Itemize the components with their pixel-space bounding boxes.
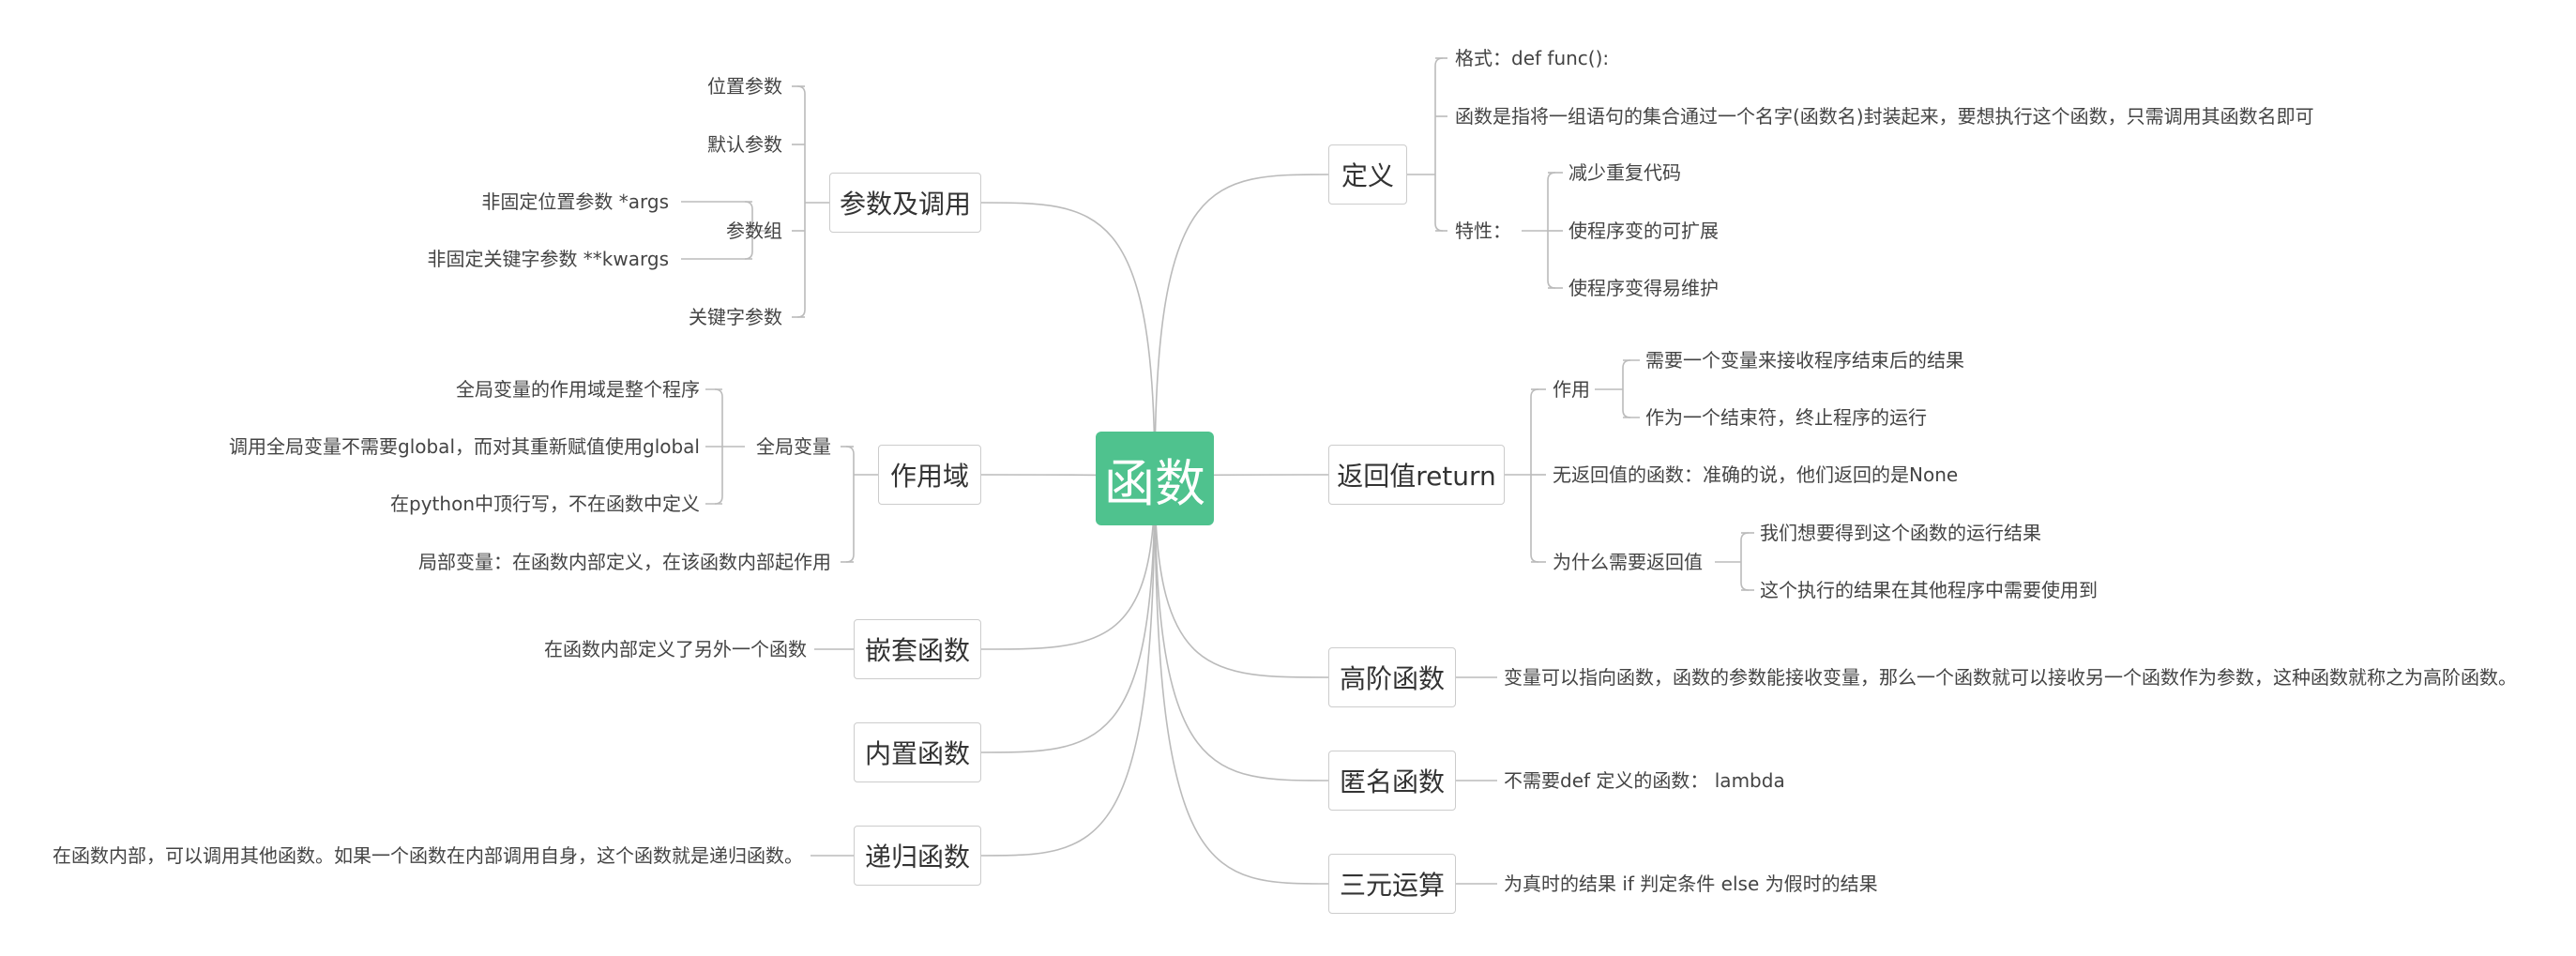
return-usage-item[interactable]: 需要一个变量来接收程序结束后的结果 xyxy=(1645,349,1964,372)
ternary-text[interactable]: 为真时的结果 if 判定条件 else 为假时的结果 xyxy=(1504,873,1878,895)
param-positional[interactable]: 位置参数 xyxy=(707,75,782,98)
scope-global-item[interactable]: 全局变量的作用域是整个程序 xyxy=(456,378,700,401)
params-bracket xyxy=(796,85,806,318)
nested-text[interactable]: 在函数内部定义了另外一个函数 xyxy=(544,638,807,660)
definition-format[interactable]: 格式：def func(): xyxy=(1455,47,1610,69)
return-why-item[interactable]: 这个执行的结果在其他程序中需要使用到 xyxy=(1760,579,2098,601)
usage-bracket xyxy=(1622,359,1631,418)
param-group-item[interactable]: 非固定关键字参数 **kwargs xyxy=(427,248,669,270)
scope-bracket xyxy=(845,446,855,563)
scope-global-item[interactable]: 调用全局变量不需要global，而对其重新赋值使用global xyxy=(229,435,700,458)
return-why-label[interactable]: 为什么需要返回值 xyxy=(1553,551,1703,573)
trait-item[interactable]: 使程序变得易维护 xyxy=(1568,277,1719,299)
link-params xyxy=(980,202,1156,479)
link-nested xyxy=(980,478,1156,650)
topic-ternary-operation[interactable]: 三元运算 xyxy=(1328,854,1456,914)
group-bracket xyxy=(744,201,753,260)
link-definition xyxy=(1154,174,1329,479)
param-group-label[interactable]: 参数组 xyxy=(726,220,782,242)
topic-builtin-functions[interactable]: 内置函数 xyxy=(854,722,981,782)
link-higher-order xyxy=(1154,478,1329,678)
topic-higher-order-functions[interactable]: 高阶函数 xyxy=(1328,647,1456,707)
higher-order-text[interactable]: 变量可以指向函数，函数的参数能接收变量，那么一个函数就可以接收另一个函数作为参数… xyxy=(1504,666,2517,689)
definition-description[interactable]: 函数是指将一组语句的集合通过一个名字(函数名)封装起来，要想执行这个函数，只需调… xyxy=(1455,105,2314,128)
param-group-item[interactable]: 非固定位置参数 *args xyxy=(481,190,669,213)
anonymous-text[interactable]: 不需要def 定义的函数： lambda xyxy=(1504,769,1785,792)
definition-traits-label[interactable]: 特性： xyxy=(1455,220,1511,242)
def-bracket xyxy=(1434,57,1444,232)
trait-item[interactable]: 减少重复代码 xyxy=(1568,161,1681,184)
link-builtin xyxy=(980,478,1156,753)
ret-bracket xyxy=(1530,388,1539,563)
link-ternary xyxy=(1154,478,1329,885)
topic-scope[interactable]: 作用域 xyxy=(878,445,981,505)
topic-parameters-and-calls[interactable]: 参数及调用 xyxy=(829,173,981,233)
scope-global-label[interactable]: 全局变量 xyxy=(756,435,831,458)
link-recursive xyxy=(980,478,1156,857)
link-anonymous xyxy=(1154,478,1329,781)
why-bracket xyxy=(1740,532,1750,591)
scope-local[interactable]: 局部变量：在函数内部定义，在该函数内部起作用 xyxy=(418,551,831,573)
return-no-return[interactable]: 无返回值的函数：准确的说，他们返回的是None xyxy=(1553,463,1959,486)
return-why-item[interactable]: 我们想要得到这个函数的运行结果 xyxy=(1760,522,2041,544)
topic-definition[interactable]: 定义 xyxy=(1328,144,1407,205)
param-keyword[interactable]: 关键字参数 xyxy=(689,306,782,328)
return-usage-label[interactable]: 作用 xyxy=(1553,378,1590,401)
trait-item[interactable]: 使程序变的可扩展 xyxy=(1568,220,1719,242)
topic-nested-functions[interactable]: 嵌套函数 xyxy=(854,619,981,679)
scope-global-item[interactable]: 在python中顶行写，不在函数中定义 xyxy=(390,493,700,515)
topic-recursive-functions[interactable]: 递归函数 xyxy=(854,826,981,886)
return-usage-item[interactable]: 作为一个结束符，终止程序的运行 xyxy=(1645,406,1927,429)
param-default[interactable]: 默认参数 xyxy=(707,133,782,156)
central-topic-functions[interactable]: 函数 xyxy=(1096,432,1214,525)
topic-anonymous-functions[interactable]: 匿名函数 xyxy=(1328,751,1456,811)
recursive-text[interactable]: 在函数内部，可以调用其他函数。如果一个函数在内部调用自身，这个函数就是递归函数。 xyxy=(53,844,803,867)
topic-return-value[interactable]: 返回值return xyxy=(1328,445,1505,505)
